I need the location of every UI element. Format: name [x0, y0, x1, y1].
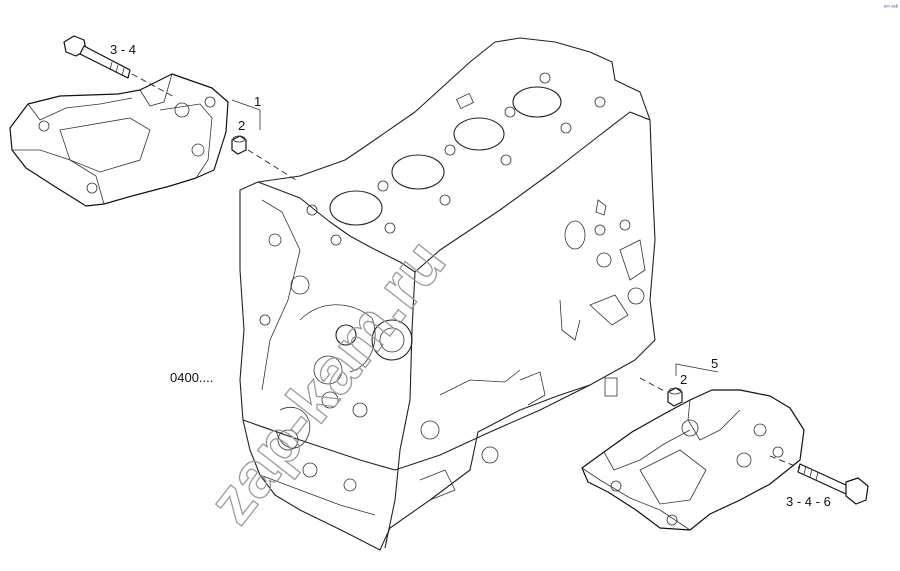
upper-dowel-leader: [247, 149, 297, 181]
callout-1-bracket: [231, 99, 261, 130]
callout-bracket-top: 1: [254, 94, 261, 109]
callout-dowel-top: 2: [238, 118, 245, 133]
lower-bolt: [797, 463, 869, 505]
lower-dowel-leader: [639, 377, 667, 393]
callout-5-bracket: [675, 363, 719, 376]
callout-dowel-bottom: 2: [680, 372, 687, 387]
lower-dowel: [667, 387, 683, 407]
callout-bolt-top: 3 - 4: [110, 42, 136, 57]
callout-bolt-bottom: 3 - 4 - 6: [786, 494, 831, 509]
callout-bracket-bottom: 5: [711, 356, 718, 371]
reference-code: 0400....: [170, 370, 213, 385]
corner-mark: ᵉᵐ ᵃⁿᵇ: [884, 4, 899, 11]
upper-dowel: [231, 135, 247, 155]
lower-bolt-leader: [769, 455, 801, 469]
engine-block: [239, 37, 656, 551]
lower-mounting-bracket: [581, 389, 805, 531]
upper-bolt-leader: [131, 73, 177, 99]
upper-mounting-bracket: [9, 73, 229, 207]
watermark-text: zap-kam.ru: [194, 226, 459, 537]
upper-bolt: [63, 35, 131, 79]
